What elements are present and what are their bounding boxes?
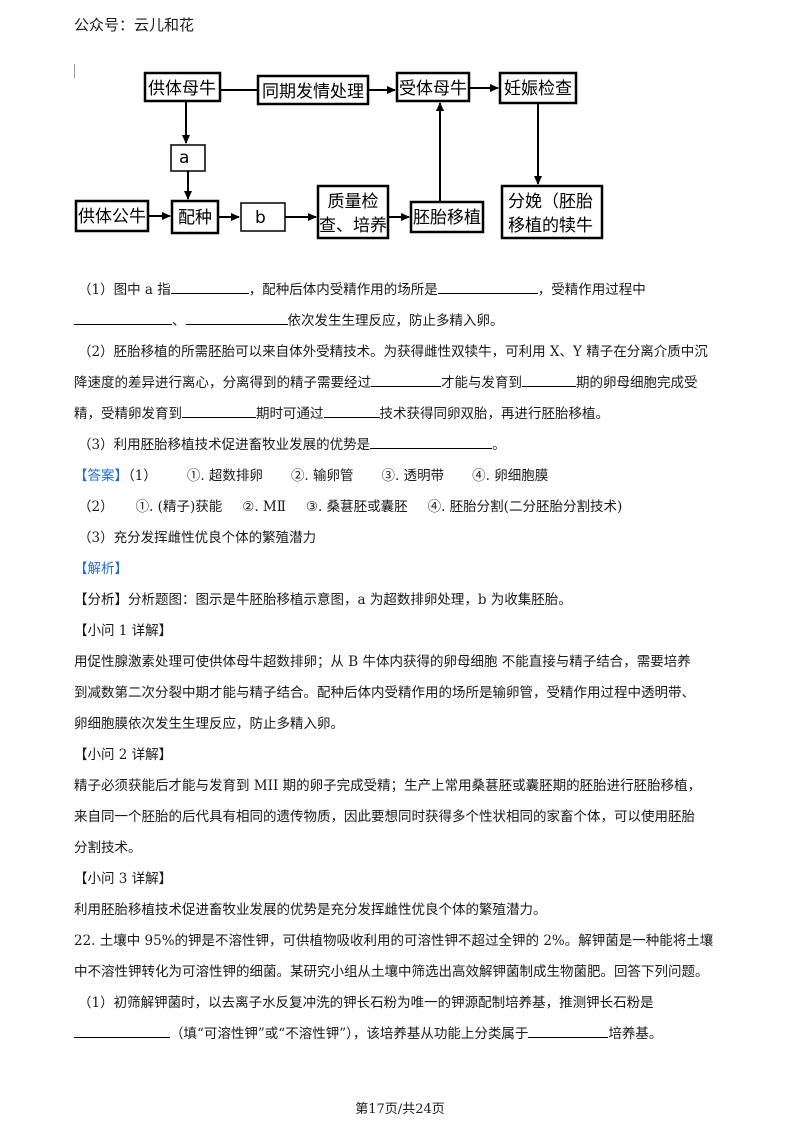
qc-box [316,184,390,240]
detail2-line1: 精子必须获能后才能与发育到 MII 期的卵子完成受精；生产上常用桑葚胚或囊胚期的… [74,778,702,794]
q1-part4: 、 [172,313,186,329]
q1-line2: 、 依次发生生理反应，防止多精入卵。 [74,306,730,337]
ans2-c: ③. 桑葚胚或囊胚 [305,499,408,515]
sync-label: 同期发情处理 [262,82,364,102]
ans1-c: ③. 透明带 [381,468,445,484]
ans2-d: ④. 胚胎分割(二分胚胎分割技术) [427,499,623,515]
q1-part5: 依次发生生理反应，防止多精入卵。 [287,313,504,329]
blank-reaction-2[interactable] [185,309,288,325]
q2-line1: （2）胚胎移植的所需胚胎可以来自体外受精技术。为获得雌性双犊牛，可利用 X、Y … [78,344,708,360]
q1-part2: ，配种后体内受精作用的场所是 [248,282,438,298]
q2-l2a: 降速度的差异进行离心，分离得到的精子需要经过 [74,375,371,391]
q2-l3c: 技术获得同卵双胎，再进行胚胎移植。 [379,406,610,422]
header-text: 公众号：云儿和花 [74,16,195,34]
q2-l2b: 才能与发育到 [441,375,522,391]
blank-technique[interactable] [323,402,380,418]
a-box [170,144,206,172]
recipient-label: 受体母牛 [399,79,467,99]
pregnancy-box [498,71,578,105]
q3-line: （3）利用胚胎移植技术促进畜牧业发展的优势是 。 [74,430,730,461]
answer-label: 【答案】 [74,468,128,484]
ans2-num: （2） [78,499,114,515]
qc-label-1: 质量检 [328,192,379,212]
q22-l4b: 培养基。 [608,1026,663,1042]
donor-cow-label: 供体母牛 [148,79,216,99]
b-box [240,202,286,232]
donor-cow-box [143,71,222,103]
analysis-label: 【解析】 [74,561,128,577]
detail2-line3: 分割技术。 [74,840,142,856]
transfer-box [409,200,485,234]
q22-line2: 中不溶性钾转化为可溶性钾的细菌。某研究小组从土壤中筛选出高效解钾菌制成生物菌肥。… [74,964,709,980]
analysis-text: 【分析】分析题图：图示是牛胚胎移植示意图，a 为超数排卵处理，b 为收集胚胎。 [74,592,572,608]
blank-a[interactable] [170,278,249,294]
answer-line1: 【答案】（1） ①. 超数排卵 ②. 输卵管 ③. 透明带 ④. 卵细胞膜 [74,461,730,492]
ans1-b: ②. 输卵管 [290,468,354,484]
b-label: b [255,208,266,228]
q2-l3a: 精，受精卵发育到 [74,406,182,422]
q1-line1: （1）图中 a 指 ，配种后体内受精作用的场所是 ，受精作用过程中 [74,275,730,306]
ans1-a: ①. 超数排卵 [186,468,263,484]
question-content: （1）图中 a 指 ，配种后体内受精作用的场所是 ，受精作用过程中 、 依次发生生理反… [74,275,730,1050]
margin-mark [74,64,75,78]
q3-end: 。 [492,437,506,453]
birth-label-1: 分娩（胚胎 [508,192,593,212]
q22-line4: （填“可溶性钾”或“不溶性钾”），该培养基从功能上分类属于 培养基。 [74,1019,730,1050]
blank-potassium[interactable] [74,1022,170,1038]
q22-l4a: （填“可溶性钾”或“不溶性钾”），该培养基从功能上分类属于 [170,1026,529,1042]
answer-line3: （3）充分发挥雌性优良个体的繁殖潜力 [78,530,317,546]
embryo-transfer-diagram: 供体母牛 同期发情处理 受体母牛 妊娠检查 a 供体公牛 配种 b 质量检 查、… [74,71,604,240]
blank-site[interactable] [437,278,538,294]
detail1-line3: 卵细胞膜依次发生生理反应，防止多精入卵。 [74,716,344,732]
page-footer: 第17页/共24页 [355,1102,445,1117]
blank-stage[interactable] [522,371,576,387]
detail2-line2: 来自同一个胚胎的后代具有相同的遗传物质，因此要想同时获得多个性状相同的家畜个体，… [74,809,695,825]
detail3-title: 【小问 3 详解】 [74,871,173,887]
recipient-box [395,71,471,103]
detail1-line1: 用促性腺激素处理可使供体母牛超数排卵；从 B 牛体内获得的卵母细胞 不能直接与精… [74,654,691,670]
ans2-b: ②. MⅡ [242,499,286,515]
breeding-box [170,199,220,235]
q2-line3: 精，受精卵发育到 期时可通过 技术获得同卵双胎，再进行胚胎移植。 [74,399,730,430]
birth-box [500,184,604,240]
q22-line3: （1）初筛解钾菌时，以去离子水反复冲洗的钾长石粉为唯一的钾源配制培养基，推测钾长… [78,995,654,1011]
blank-embryo-stage[interactable] [182,402,256,418]
qc-label-2: 查、培养 [319,216,387,236]
pregnancy-label: 妊娠检查 [504,79,572,99]
a-label: a [179,148,189,168]
donor-bull-label: 供体公牛 [78,207,146,227]
q1-part1: （1）图中 a 指 [78,282,171,298]
detail1-title: 【小问 1 详解】 [74,623,173,639]
transfer-label: 胚胎移植 [413,208,481,228]
birth-label-2: 移植的犊牛 [508,216,593,236]
q2-l3b: 期时可通过 [256,406,324,422]
ans1-num: （1） [128,468,157,484]
blank-capacitation[interactable] [371,371,441,387]
ans1-d: ④. 卵细胞膜 [472,468,549,484]
q2-line2: 降速度的差异进行离心，分离得到的精子需要经过 才能与发育到 期的卵母细胞完成受 [74,368,730,399]
q1-part3: ，受精作用过程中 [537,282,646,298]
breeding-label: 配种 [178,208,212,228]
blank-advantage[interactable] [370,433,493,449]
q2-l2c: 期的卵母细胞完成受 [576,375,698,391]
donor-bull-box [74,199,150,233]
answer-line2: （2） ①. (精子)获能 ②. MⅡ ③. 桑葚胚或囊胚 ④. 胚胎分割(二分胚胎分割… [74,492,730,523]
q22-line1: 22. 土壤中 95%的钾是不溶性钾，可供植物吸收利用的可溶性钾不超过全钾的 2… [74,933,714,949]
detail2-title: 【小问 2 详解】 [74,747,173,763]
q3-text: （3）利用胚胎移植技术促进畜牧业发展的优势是 [78,437,371,453]
detail1-line2: 到减数第二次分裂中期才能与精子结合。配种后体内受精作用的场所是输卵管，受精作用过… [74,685,695,701]
ans2-a: ①. (精子)获能 [135,499,223,515]
blank-reaction-1[interactable] [74,309,172,325]
detail3-text: 利用胚胎移植技术促进畜牧业发展的优势是充分发挥雌性优良个体的繁殖潜力。 [74,902,547,918]
blank-medium-type[interactable] [528,1022,609,1038]
